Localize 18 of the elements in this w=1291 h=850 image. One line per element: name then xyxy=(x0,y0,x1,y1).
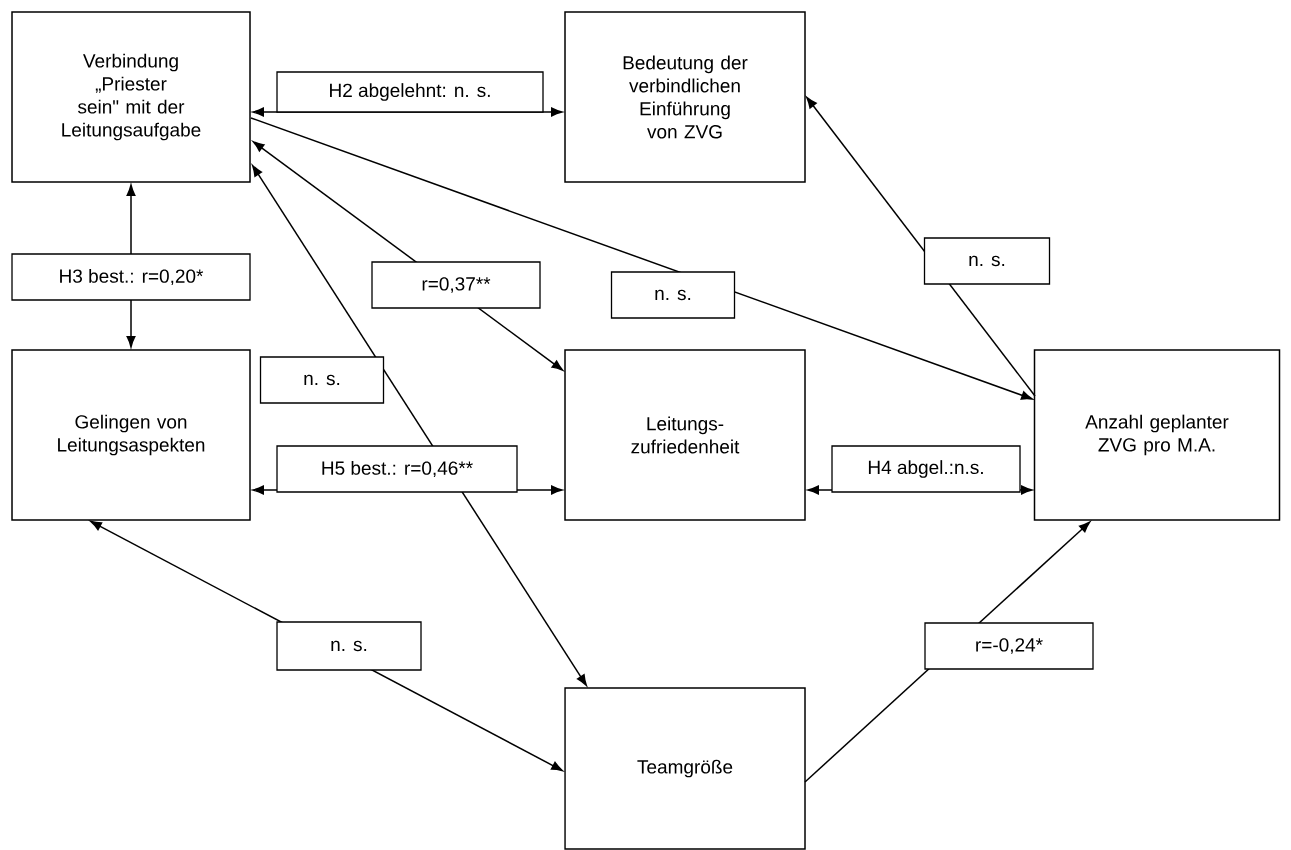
variable-box: Verbindung „Priester sein" mit der Leitungsaufgabe xyxy=(11,11,251,183)
edge-label: r=-0,24* xyxy=(924,622,1094,670)
arrow xyxy=(250,117,1033,400)
arrow xyxy=(806,96,1036,397)
edge-label: n. s. xyxy=(923,237,1051,285)
edge-label: n. s. xyxy=(276,621,422,671)
edge-label: n. s. xyxy=(259,356,385,404)
edge-label: H2 abgelehnt: n. s. xyxy=(276,71,544,113)
edge-label: r=0,37** xyxy=(371,261,541,309)
edge-label: n. s. xyxy=(610,271,736,319)
variable-box: Anzahl geplanter ZVG pro M.A. xyxy=(1033,349,1281,521)
variable-box: Bedeutung der verbindlichen Einführung von ZVG xyxy=(564,11,806,183)
edge-label: H3 best.: r=0,20* xyxy=(11,253,251,301)
edge-label: H5 best.: r=0,46** xyxy=(276,445,518,493)
variable-box: Teamgröße xyxy=(564,687,806,850)
variable-box: Leitungs- zufriedenheit xyxy=(564,349,806,521)
arrow xyxy=(252,164,587,686)
variable-box: Gelingen von Leitungsaspekten xyxy=(11,349,251,521)
